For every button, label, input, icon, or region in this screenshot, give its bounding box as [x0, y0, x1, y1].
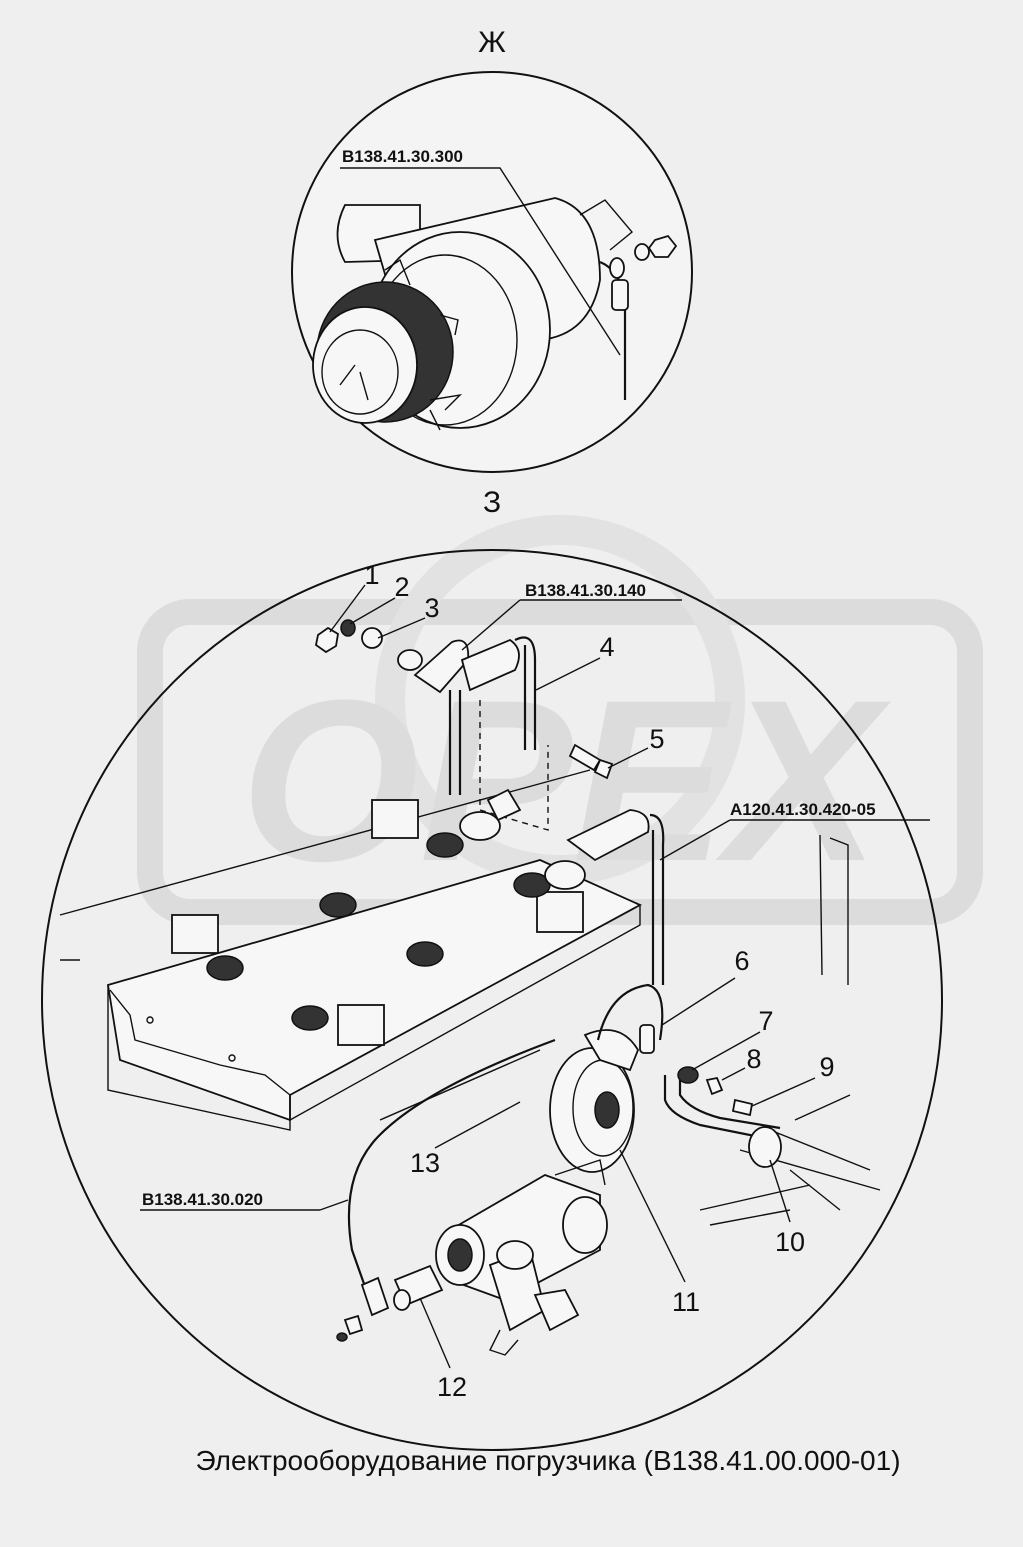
- part-number-harness-right: А120.41.30.420-05: [730, 800, 876, 819]
- air-filter-drawing: [312, 167, 678, 431]
- view-label-zh: Ж: [478, 26, 506, 59]
- callout-7: 7: [758, 1006, 773, 1036]
- part-number-filter-sensor: В138.41.30.300: [342, 147, 463, 166]
- callout-6: 6: [734, 946, 749, 976]
- view-label-z: З: [483, 486, 501, 519]
- callout-3: 3: [424, 593, 439, 623]
- callout-1: 1: [364, 560, 379, 590]
- callout-11: 11: [672, 1287, 700, 1317]
- part-number-harness-left: В138.41.30.020: [142, 1190, 263, 1209]
- detail-z-circle: [41, 549, 943, 1451]
- callout-12: 12: [437, 1372, 467, 1402]
- callout-8: 8: [746, 1044, 761, 1074]
- part-number-harness-top: В138.41.30.140: [525, 581, 646, 600]
- callout-2: 2: [394, 572, 409, 602]
- diagram-caption: Электрооборудование погрузчика (В138.41.…: [195, 1445, 900, 1476]
- battery-box-drawing: [59, 584, 930, 1369]
- callout-9: 9: [819, 1052, 834, 1082]
- callout-10: 10: [775, 1227, 805, 1257]
- callout-5: 5: [649, 724, 664, 754]
- callout-4: 4: [599, 632, 614, 662]
- callout-13: 13: [410, 1148, 440, 1178]
